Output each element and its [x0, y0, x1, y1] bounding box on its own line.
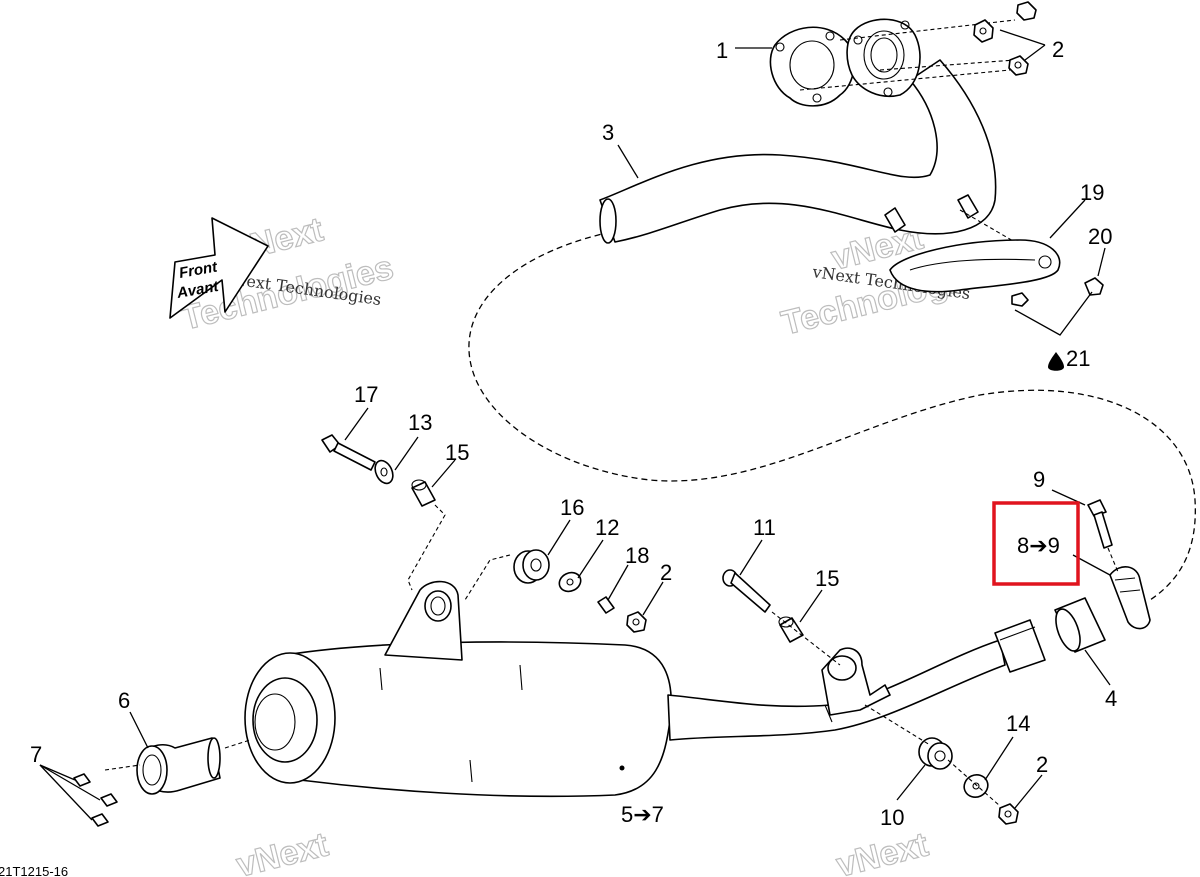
align-line-3: [879, 59, 1016, 71]
clamp-part-8: [1109, 566, 1151, 630]
callout-20: 20: [1088, 224, 1112, 249]
spacer-part-18: [597, 596, 615, 614]
callout-15-right: 15: [815, 566, 839, 591]
align-line-2: [839, 19, 1016, 41]
nut-part-2-top: [973, 1, 1037, 76]
callout-9: 9: [1033, 467, 1045, 492]
callout-4: 4: [1105, 686, 1117, 711]
callout-15-left: 15: [445, 440, 469, 465]
washer-part-13: [374, 459, 394, 485]
callout-5: 5➔7: [621, 802, 664, 827]
svg-text:vNext: vNext: [233, 825, 332, 877]
heat-shield-part-19: [889, 239, 1061, 307]
leader-lines: [39, 29, 1111, 821]
grommet-part-16: [513, 549, 550, 584]
align-line-5: [771, 611, 841, 666]
callout-6: 6: [118, 688, 130, 713]
callout-17: 17: [354, 382, 378, 407]
figure-code: 21T1215-16: [0, 864, 68, 877]
callout-16: 16: [560, 495, 584, 520]
callout-3: 3: [602, 120, 614, 145]
tail-cone-part-6: [136, 737, 221, 795]
align-line-10: [224, 739, 251, 749]
callout-18: 18: [625, 543, 649, 568]
callout-11: 11: [753, 515, 776, 540]
spacer-part-15-left: [411, 479, 436, 507]
mid-pipe: [667, 619, 1046, 741]
header-pipe-part-3: [599, 18, 997, 244]
align-line-7: [464, 554, 511, 601]
callout-7: 7: [30, 742, 42, 767]
spacer-part-15-right: [778, 616, 804, 643]
callout-10: 10: [880, 805, 904, 830]
grommet-part-10: [918, 737, 953, 770]
align-line-9: [947, 759, 1001, 807]
nut-part-2-middle: [626, 611, 647, 633]
washer-part-14: [963, 774, 989, 798]
callout-14: 14: [1006, 711, 1030, 736]
nut-part-2-bottom: [998, 803, 1019, 825]
callout-21: 21: [1048, 346, 1090, 371]
callouts: 1 2 3 19 20 21 17 13 15 16 12 18 2 11 15…: [30, 37, 1117, 830]
sleeve-part-4: [1054, 597, 1106, 653]
bolt-part-9: [1087, 499, 1119, 573]
bolt-part-11: [722, 569, 771, 613]
callout-8: 8➔9: [1017, 533, 1060, 558]
align-line-4: [959, 209, 1021, 246]
screws-part-7: [73, 773, 118, 827]
callout-19: 19: [1080, 180, 1104, 205]
drop-icon: [1048, 352, 1064, 371]
callout-2-bottom: 2: [1036, 752, 1048, 777]
watermark-bottom-left: vNext: [232, 825, 332, 877]
highlight-box: [992, 501, 1080, 586]
callout-2-middle: 2: [660, 560, 672, 585]
muffler-part-5: [244, 580, 672, 798]
svg-text:21: 21: [1066, 346, 1090, 371]
watermark-bottom-right: vNext: [832, 825, 932, 877]
svg-text:vNext: vNext: [833, 825, 932, 877]
align-line-8: [864, 704, 931, 746]
align-line-6: [407, 504, 446, 591]
bolt-part-17: [321, 434, 376, 471]
align-line-11: [104, 764, 141, 771]
align-line-1: [799, 69, 1011, 91]
svg-text:Front: Front: [178, 258, 220, 282]
callout-12: 12: [595, 515, 619, 540]
callout-1: 1: [716, 38, 728, 63]
washer-part-12: [558, 571, 582, 593]
screw-part-20: [1084, 277, 1104, 296]
callout-2-top: 2: [1052, 37, 1064, 62]
callout-13: 13: [408, 410, 432, 435]
gasket-part-1: [769, 26, 855, 107]
